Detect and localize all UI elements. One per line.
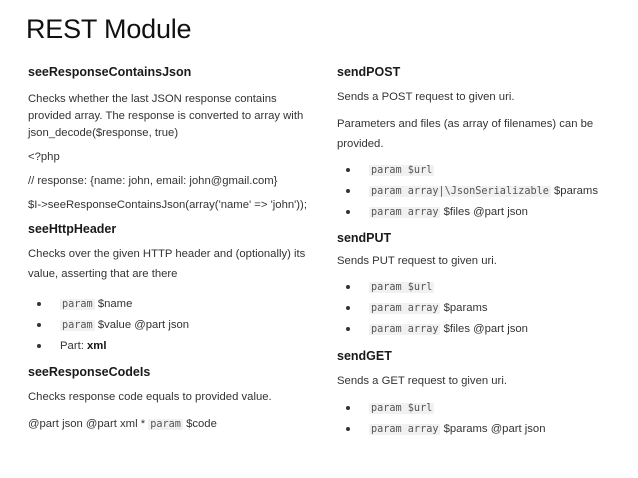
list-item: param array $params <box>337 298 627 319</box>
param-text: $params @part json <box>443 423 546 435</box>
list-item: Part: xml <box>28 336 318 356</box>
part-value: xml <box>87 340 107 352</box>
param-code: param $url <box>369 282 435 293</box>
section-description-2: Parameters and files (as array of filena… <box>337 118 594 150</box>
list-item: param array $params @part json <box>337 419 627 440</box>
param-list: param $url param array $params param arr… <box>337 277 627 340</box>
section-heading-see-http-header: seeHttpHeader <box>28 222 117 236</box>
section-description: Sends a POST request to given uri. <box>337 91 515 103</box>
section-description: Sends PUT request to given uri. <box>337 255 497 267</box>
right-column: sendPOST Sends a POST request to given u… <box>337 64 627 440</box>
list-item: param $url <box>337 398 627 419</box>
list-item: param array $files @part json <box>337 202 627 223</box>
list-item: param $name <box>28 294 318 315</box>
section-description: Checks over the given HTTP header and (o… <box>28 248 306 280</box>
list-item: param $url <box>337 160 627 181</box>
section-heading-see-response-contains-json: seeResponseContainsJson <box>28 65 192 79</box>
php-open-tag: <?php <box>28 151 60 163</box>
param-code: param $url <box>369 165 435 176</box>
page-title: REST Module <box>26 14 192 44</box>
section-description: Checks response code equals to provided … <box>28 391 272 403</box>
param-code: param <box>60 320 95 331</box>
param-code: param <box>148 419 183 430</box>
param-text: $value @part json <box>97 319 190 331</box>
list-item: param array|\JsonSerializable $params <box>337 181 627 202</box>
section-description: Checks whether the last JSON response co… <box>28 93 304 139</box>
section-heading-send-get: sendGET <box>337 349 392 363</box>
section-heading-send-post: sendPOST <box>337 65 401 79</box>
param-code: param array|\JsonSerializable <box>369 186 551 197</box>
list-item: param array $files @part json <box>337 319 627 340</box>
param-list: param $url param array $params @part jso… <box>337 398 627 440</box>
left-column: seeResponseContainsJson Checks whether t… <box>28 64 318 433</box>
param-text: $params <box>554 185 598 197</box>
param-code: param array <box>369 303 441 314</box>
list-item: param $value @part json <box>28 315 318 336</box>
param-code: param array <box>369 424 441 435</box>
param-code: param $url <box>369 403 435 414</box>
list-item: param $url <box>337 277 627 298</box>
code-comment: // response: {name: john, email: john@gm… <box>28 175 278 187</box>
part-label: Part: <box>60 340 84 352</box>
param-text: $params <box>443 302 488 314</box>
tags-after: $code <box>186 418 217 430</box>
tags-before: @part json @part xml * <box>28 418 146 430</box>
param-list: param $url param array|\JsonSerializable… <box>337 160 627 223</box>
section-heading-see-response-code-is: seeResponseCodeIs <box>28 365 151 379</box>
section-heading-send-put: sendPUT <box>337 231 392 245</box>
tag-line: @part json @part xml * param $code <box>28 416 318 433</box>
code-call: $I->seeResponseContainsJson(array('name'… <box>28 199 307 211</box>
param-list: param $name param $value @part json Part… <box>28 294 318 356</box>
section-description: Sends a GET request to given uri. <box>337 375 507 387</box>
param-code: param array <box>369 324 441 335</box>
param-code: param array <box>369 207 441 218</box>
param-text: $name <box>97 298 133 310</box>
param-text: $files @part json <box>443 323 528 335</box>
param-text: $files @part json <box>443 206 528 218</box>
param-code: param <box>60 299 95 310</box>
